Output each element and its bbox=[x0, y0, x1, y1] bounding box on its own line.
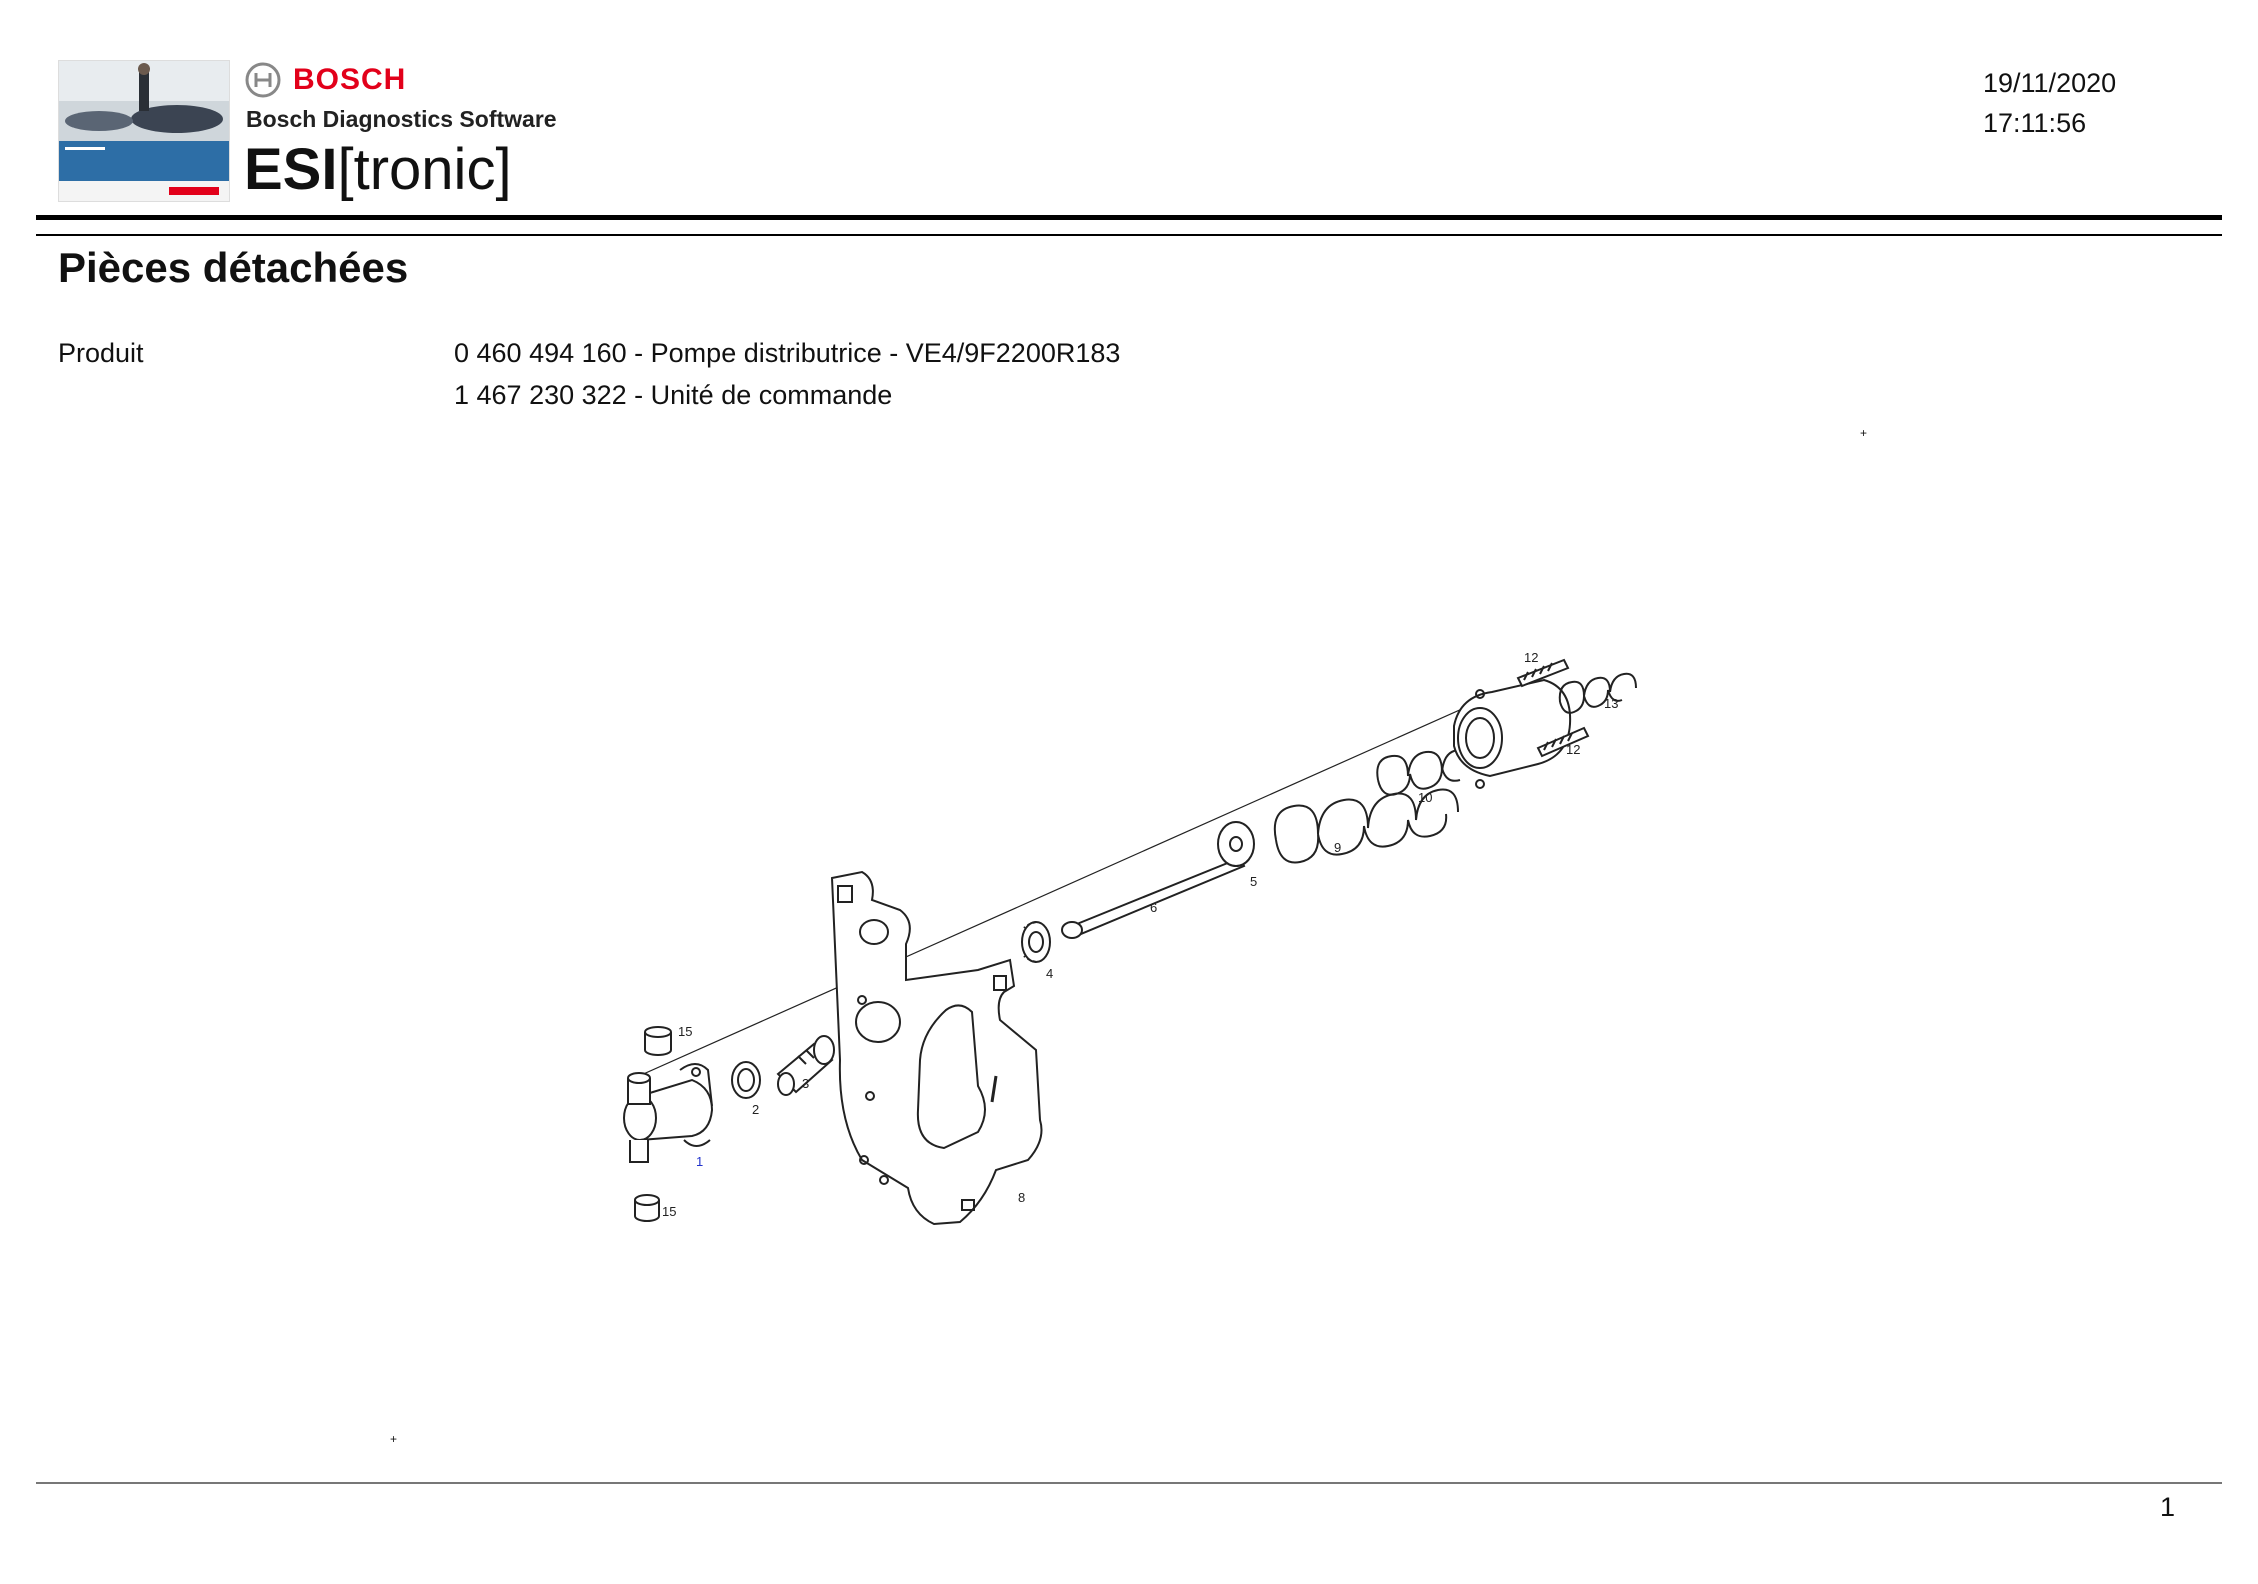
part-13-plug bbox=[1558, 672, 1637, 714]
header-divider-thick bbox=[36, 215, 2222, 220]
part-labels: 1 2 3 4 5 6 8 9 10 12 12 13 15 15 bbox=[662, 650, 1618, 1219]
page-title: Pièces détachées bbox=[58, 244, 409, 291]
product-label: Produit bbox=[58, 338, 144, 368]
label-1: 1 bbox=[696, 1154, 703, 1169]
stray-mark: + bbox=[390, 1432, 398, 1446]
bosch-armature-icon bbox=[245, 62, 281, 98]
part-3-sleeve bbox=[776, 1035, 835, 1096]
print-time: 17:11:56 bbox=[1983, 108, 2087, 138]
product-name-rest: [tronic] bbox=[337, 137, 512, 202]
page-number: 1 bbox=[2160, 1492, 2176, 1522]
label-12-bottom: 12 bbox=[1566, 742, 1580, 757]
label-3: 3 bbox=[802, 1076, 809, 1091]
label-8: 8 bbox=[1018, 1190, 1025, 1205]
part-9-spring bbox=[1273, 788, 1459, 864]
part-4-gear bbox=[1021, 921, 1051, 963]
product-line-2: 1 467 230 322 - Unité de commande bbox=[454, 380, 893, 410]
part-6-shaft bbox=[1061, 856, 1246, 939]
product-line-1: 0 460 494 160 - Pompe distributrice - VE… bbox=[454, 338, 1121, 368]
part-8-bracket bbox=[830, 870, 1043, 1226]
stray-mark: + bbox=[1860, 426, 1868, 440]
label-15-top: 15 bbox=[678, 1024, 692, 1039]
part-1-housing bbox=[623, 1063, 714, 1163]
page-header: BOSCH Bosch Diagnostics Software ESI[tro… bbox=[0, 0, 2258, 230]
product-name-bold: ESI bbox=[244, 137, 338, 202]
software-subtitle: Bosch Diagnostics Software bbox=[246, 106, 557, 132]
label-10: 10 bbox=[1418, 790, 1432, 805]
label-15-bottom: 15 bbox=[662, 1204, 676, 1219]
label-2: 2 bbox=[752, 1102, 759, 1117]
brand-name: BOSCH bbox=[293, 63, 407, 96]
print-date: 19/11/2020 bbox=[1983, 68, 2117, 98]
label-12-top: 12 bbox=[1524, 650, 1538, 665]
part-15-cap-top bbox=[644, 1026, 672, 1056]
product-name: ESI[tronic] bbox=[244, 138, 512, 202]
header-divider-thin bbox=[36, 234, 2222, 236]
bosch-logo: BOSCH bbox=[245, 58, 406, 102]
label-5: 5 bbox=[1250, 874, 1257, 889]
part-2-washer bbox=[731, 1061, 761, 1099]
label-6: 6 bbox=[1150, 900, 1157, 915]
label-13: 13 bbox=[1604, 696, 1618, 711]
part-12-screw-top bbox=[1516, 658, 1570, 688]
product-thumbnail bbox=[58, 60, 230, 202]
part-12-screw-bottom bbox=[1536, 726, 1590, 758]
exploded-parts-diagram: 1 2 3 4 5 6 8 9 10 12 12 13 15 15 bbox=[623, 650, 1637, 1226]
footer-divider bbox=[36, 1482, 2222, 1484]
part-15-cap-bottom bbox=[634, 1194, 660, 1222]
part-5-spring-seat bbox=[1217, 821, 1255, 867]
cover-housing bbox=[1453, 678, 1572, 789]
label-9: 9 bbox=[1334, 840, 1341, 855]
part-10-spring bbox=[1376, 749, 1461, 796]
label-4: 4 bbox=[1046, 966, 1053, 981]
